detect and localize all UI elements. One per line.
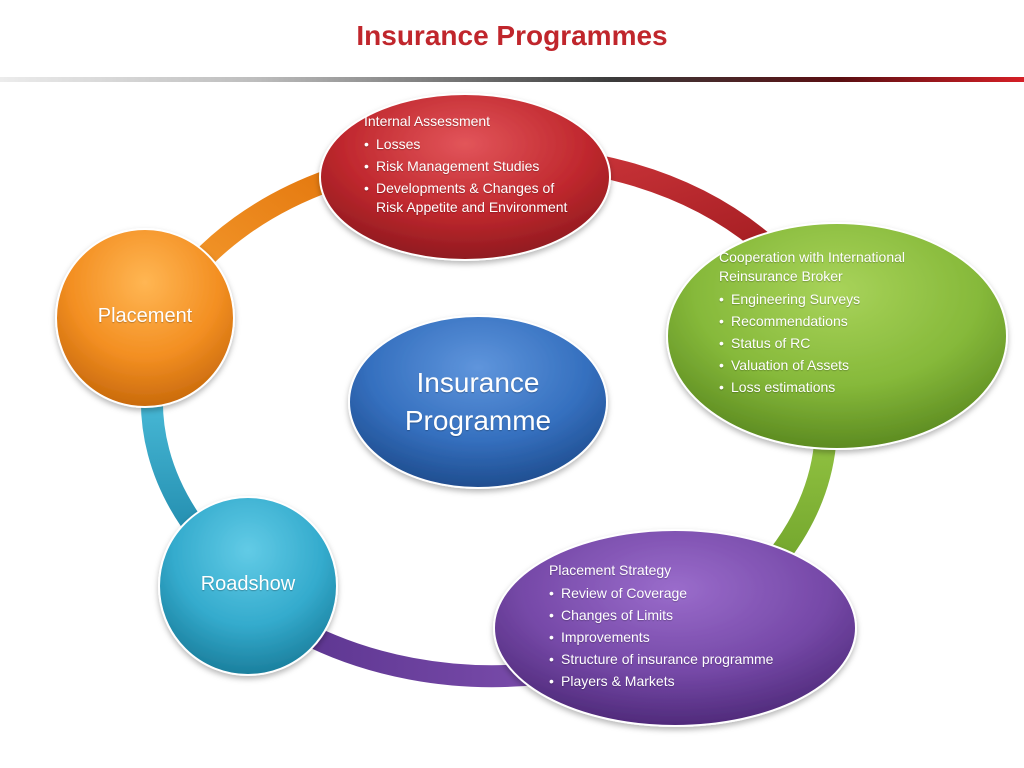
placement-strategy-heading: Placement Strategy	[549, 562, 672, 578]
placement-strategy-item: Players & Markets	[549, 672, 819, 691]
center-label-line1: Insurance	[416, 367, 540, 398]
placement-strategy-item: Improvements	[549, 628, 819, 647]
placement-strategy-item: Review of Coverage	[549, 584, 819, 603]
center-label-line2: Programme	[404, 405, 552, 436]
center-label: Insurance Programme	[378, 364, 578, 440]
internal-assessment-item: Developments & Changes of Risk Appetite …	[364, 179, 569, 217]
placement-label: Placement	[97, 305, 193, 327]
title-divider	[0, 77, 1024, 82]
roadshow-circle	[158, 496, 338, 676]
roadshow-label: Roadshow	[200, 573, 296, 595]
cooperation-item: Valuation of Assets	[719, 356, 954, 375]
center-ellipse	[348, 315, 608, 489]
page-title: Insurance Programmes	[356, 20, 668, 51]
placement-strategy-text: Placement Strategy Review of Coverage Ch…	[549, 561, 819, 694]
internal-assessment-item: Losses	[364, 135, 569, 154]
internal-assessment-text: Internal Assessment Losses Risk Manageme…	[364, 112, 569, 220]
internal-assessment-heading: Internal Assessment	[364, 113, 491, 129]
placement-strategy-item: Changes of Limits	[549, 606, 819, 625]
cooperation-item: Recommendations	[719, 312, 954, 331]
cooperation-heading: Cooperation with International Reinsuran…	[719, 249, 906, 284]
cooperation-text: Cooperation with International Reinsuran…	[719, 248, 954, 400]
cooperation-item: Status of RC	[719, 334, 954, 353]
placement-circle	[55, 228, 235, 408]
cooperation-item: Engineering Surveys	[719, 290, 954, 309]
placement-strategy-item: Structure of insurance programme	[549, 650, 819, 669]
internal-assessment-item: Risk Management Studies	[364, 157, 569, 176]
cooperation-item: Loss estimations	[719, 378, 954, 397]
